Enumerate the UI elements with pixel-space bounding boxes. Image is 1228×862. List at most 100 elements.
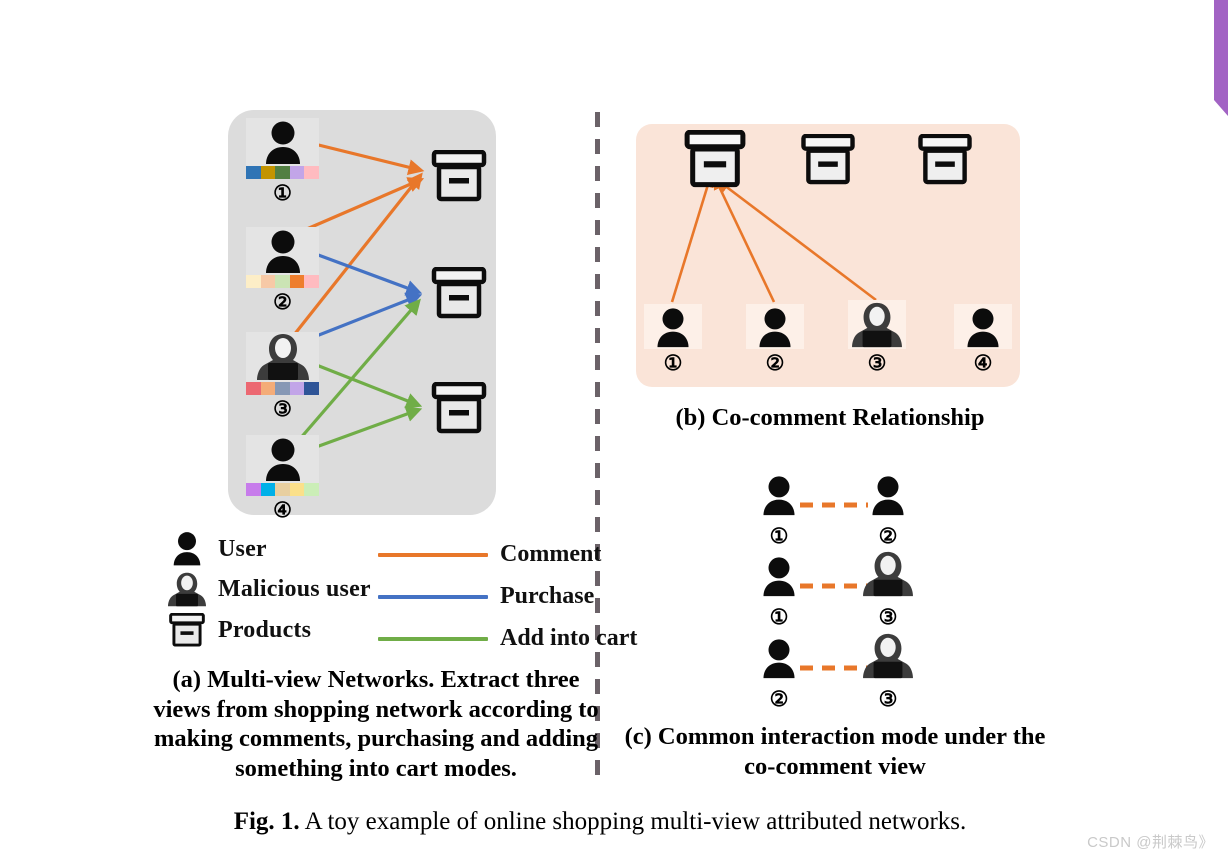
user-icon [173, 532, 201, 566]
product-box-icon [801, 133, 855, 185]
user-4-index: ④ [273, 498, 292, 522]
product-box-icon [431, 149, 487, 202]
user-3-avatar-tile [246, 332, 319, 382]
panel-divider [595, 112, 600, 784]
watermark: CSDN @荆棘鸟》 [1087, 834, 1214, 851]
node-pair2-left-user[interactable]: ① [757, 556, 801, 628]
user-icon [759, 308, 791, 348]
panel-c-edges [800, 502, 868, 671]
panel-b-graph [670, 174, 877, 303]
legend-item-comment: Comment [378, 541, 601, 568]
product-box-icon [918, 133, 972, 185]
node-pair2-right-user[interactable]: ③ [863, 550, 913, 628]
node-product-3[interactable] [430, 381, 488, 439]
user-icon [763, 476, 795, 516]
pair1-left-index: ① [769, 524, 789, 548]
legend-label-malicious-user: Malicious user [218, 576, 371, 602]
legend-label-products: Products [218, 616, 312, 643]
node-product-1[interactable] [682, 129, 748, 193]
pair2-right-index: ③ [878, 605, 898, 629]
node-pair3-right-user[interactable]: ③ [863, 632, 913, 710]
edge-group-comment [670, 174, 877, 303]
user-2-attribute-bar [246, 275, 319, 288]
legend-line-purchase [378, 594, 488, 599]
malicious-user-icon [863, 551, 913, 597]
node-product-2[interactable] [799, 133, 857, 190]
user-1-index: ① [273, 181, 292, 205]
user-4-attribute-bar [246, 483, 319, 496]
user-3-attribute-bar [246, 382, 319, 395]
product-box-icon [431, 381, 487, 434]
user-1-index: ① [663, 351, 683, 375]
user-icon [657, 308, 689, 348]
user-2-avatar-tile [746, 304, 804, 349]
panel-a-graph [284, 135, 425, 460]
legend-label-purchase: Purchase [500, 583, 595, 609]
figure-caption-text: A toy example of online shopping multi-v… [304, 808, 967, 835]
legend-item-purchase: Purchase [378, 583, 594, 610]
user-3-avatar-tile [848, 300, 906, 349]
panel-a-caption: (a) Multi-view Networks. Extract three v… [153, 666, 599, 782]
legend-item-products: Products [168, 613, 311, 647]
user-3-index: ③ [273, 397, 292, 421]
product-box-icon [431, 266, 487, 319]
node-product-3[interactable] [916, 133, 974, 190]
user-1-avatar-tile [246, 118, 319, 166]
user-icon [872, 476, 904, 516]
panel-c-common-interaction-mode: ① ② ① ③ [700, 468, 980, 713]
node-user-2[interactable]: ② [246, 227, 319, 313]
panel-c-caption: (c) Common interaction mode under the co… [624, 723, 1046, 780]
user-icon [763, 557, 795, 597]
user-3-index: ③ [867, 351, 887, 375]
panel-a-multi-view-networks: ① ② [228, 110, 496, 521]
node-user-1[interactable]: ① [644, 304, 702, 374]
pair3-left-index: ② [769, 687, 789, 711]
node-pair1-left-user[interactable]: ① [757, 475, 801, 547]
user-icon [265, 230, 300, 273]
user-2-index: ② [273, 290, 292, 314]
user-icon [265, 121, 300, 164]
user-2-index: ② [765, 351, 785, 375]
figure-label: Fig. 1. [233, 808, 300, 835]
legend-line-add-into-cart [378, 636, 488, 641]
panel-b-co-comment-relationship: ① ② ③ [636, 124, 1020, 387]
legend-label-add-into-cart: Add into cart [500, 625, 638, 651]
corner-accent-decoration [1214, 0, 1228, 116]
panel-b-caption: (b) Co-comment Relationship [675, 404, 985, 431]
node-pair1-right-user[interactable]: ② [866, 475, 910, 547]
node-user-3[interactable]: ③ [246, 332, 319, 420]
legend-item-add-into-cart: Add into cart [378, 625, 637, 652]
user-4-avatar-tile [954, 304, 1012, 349]
malicious-user-icon [168, 572, 206, 607]
figure-caption: Fig. 1. A toy example of online shopping… [150, 808, 1050, 836]
product-box-icon [684, 129, 746, 188]
legend-label-comment: Comment [500, 541, 602, 567]
node-user-3[interactable]: ③ [848, 300, 906, 374]
user-icon [763, 639, 795, 679]
user-icon [265, 438, 300, 481]
malicious-user-icon [256, 334, 309, 380]
legend-label-user: User [218, 535, 267, 562]
user-2-avatar-tile [246, 227, 319, 275]
user-4-index: ④ [973, 351, 993, 375]
node-user-2[interactable]: ② [746, 304, 804, 374]
node-user-4[interactable]: ④ [246, 435, 319, 521]
user-icon [967, 308, 999, 348]
pair1-right-index: ② [878, 524, 898, 548]
pair2-left-index: ① [769, 605, 789, 629]
node-product-2[interactable] [430, 266, 488, 324]
node-product-1[interactable] [430, 149, 488, 207]
malicious-user-icon [863, 633, 913, 679]
product-box-icon [169, 613, 205, 647]
legend: User Malicious user Products Comment [168, 527, 637, 655]
node-user-1[interactable]: ① [246, 118, 319, 204]
user-1-avatar-tile [644, 304, 702, 349]
user-4-avatar-tile [246, 435, 319, 483]
node-pair3-left-user[interactable]: ② [757, 638, 801, 710]
user-1-attribute-bar [246, 166, 319, 179]
legend-item-user: User [168, 531, 267, 567]
pair3-right-index: ③ [878, 687, 898, 711]
malicious-user-icon [852, 302, 902, 348]
node-user-4[interactable]: ④ [954, 304, 1012, 374]
